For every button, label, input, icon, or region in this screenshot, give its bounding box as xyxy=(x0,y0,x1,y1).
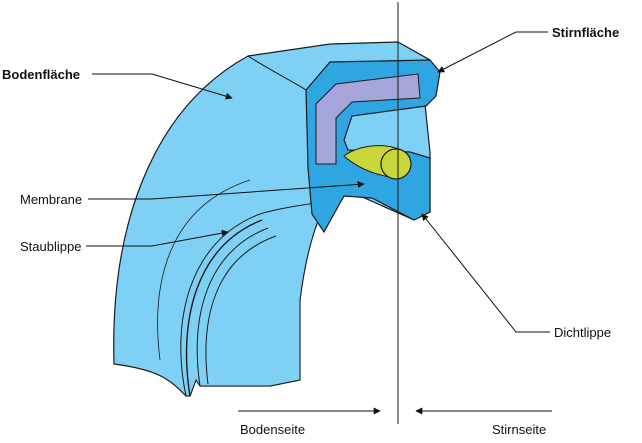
dust-lip-groove-2 xyxy=(196,227,269,387)
label-membrane: Membrane xyxy=(20,192,82,207)
leader-membrane xyxy=(88,180,365,200)
leader-bodenflaeche xyxy=(92,73,233,100)
label-staublippe: Staublippe xyxy=(20,239,81,254)
label-stirnseite: Stirnseite xyxy=(492,422,546,437)
label-bodenflaeche: Bodenfläche xyxy=(2,67,80,82)
inner-edge-line xyxy=(157,179,251,361)
dust-lip-groove-3 xyxy=(205,235,277,385)
dust-lip-groove-1 xyxy=(185,219,263,397)
top-face-edge xyxy=(247,55,307,91)
leader-stirnflaeche xyxy=(437,31,548,73)
label-stirnflaeche: Stirnfläche xyxy=(552,25,619,40)
leader-staublippe xyxy=(86,229,229,247)
label-bodenseite: Bodenseite xyxy=(240,422,305,437)
label-dichtlippe: Dichtlippe xyxy=(554,325,611,340)
leader-dichtlippe xyxy=(421,213,550,333)
metal-insert xyxy=(315,73,421,165)
garter-spring xyxy=(380,148,412,180)
